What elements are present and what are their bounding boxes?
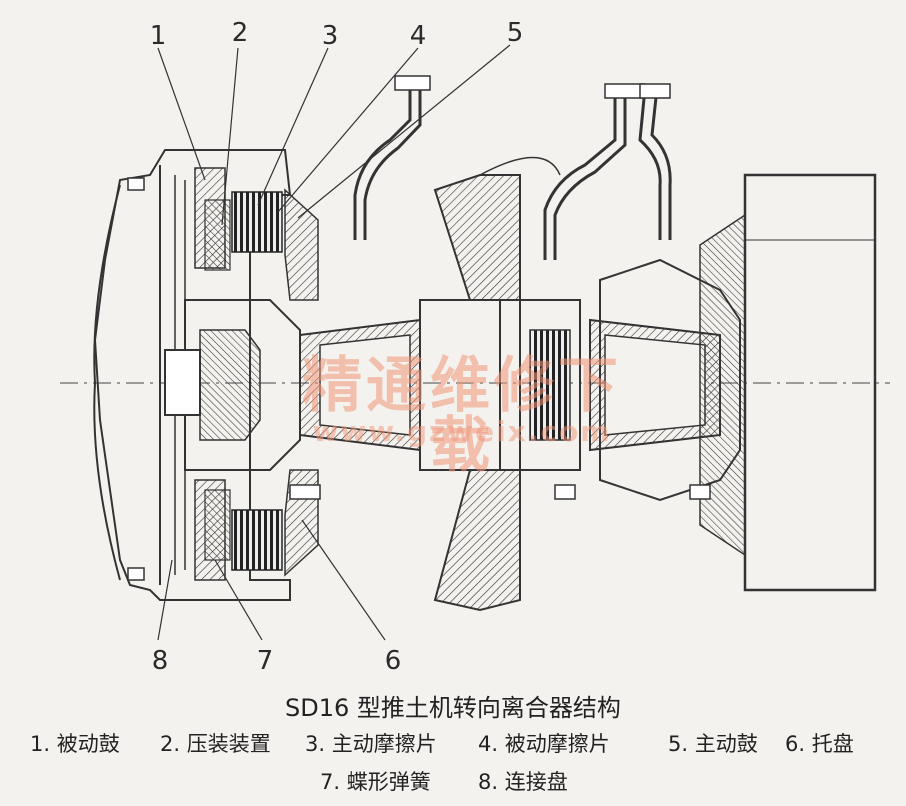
legend-item-7: 7. 蝶形弹簧 xyxy=(320,770,431,794)
leader-line-7 xyxy=(214,559,263,641)
legend-item-3: 3. 主动摩擦片 xyxy=(305,732,437,756)
leader-line-6 xyxy=(301,519,386,641)
callout-3: 3 xyxy=(321,21,339,51)
legend-item-2: 2. 压装装置 xyxy=(160,732,271,756)
oil-pipe-right-1 xyxy=(543,88,617,260)
leader-line-2 xyxy=(221,47,239,226)
left-housing xyxy=(93,149,292,601)
figure-caption-title: SD16 型推土机转向离合器结构 xyxy=(285,694,621,722)
callout-5: 5 xyxy=(506,18,524,48)
right-coupling xyxy=(519,299,581,471)
driving-drum-upper xyxy=(284,188,319,301)
legend-item-1: 1. 被动鼓 xyxy=(30,732,120,756)
left-outer-curve xyxy=(93,184,121,581)
callout-4: 4 xyxy=(409,21,427,51)
leader-line-1 xyxy=(157,47,206,181)
callout-1: 1 xyxy=(149,21,167,51)
legend-item-8: 8. 连接盘 xyxy=(478,770,568,794)
legend-item-4: 4. 被动摩擦片 xyxy=(478,732,610,756)
callout-8: 8 xyxy=(151,646,169,676)
clutter-cross-section-drawing xyxy=(60,44,890,641)
leader-line-5 xyxy=(297,44,511,219)
friction-discs-lower xyxy=(231,509,283,571)
bevel-gear xyxy=(433,174,521,301)
watermark-title: 精通维修下载 xyxy=(302,351,622,481)
callout-2: 2 xyxy=(231,18,249,48)
legend-item-6: 6. 托盘 xyxy=(785,732,854,756)
callout-7: 7 xyxy=(256,646,274,676)
oil-pipe-left xyxy=(353,78,412,240)
watermark-url: www.gzweix.com xyxy=(312,415,612,448)
final-drive-drum xyxy=(743,173,877,592)
pressing-device-upper xyxy=(204,199,231,271)
disc-spring-lower xyxy=(204,489,231,561)
legend-item-5: 5. 主动鼓 xyxy=(668,732,758,756)
leader-line-4 xyxy=(277,47,419,213)
friction-discs-upper xyxy=(231,191,283,253)
central-hub xyxy=(184,299,301,471)
leader-line-8 xyxy=(157,559,173,641)
leader-line-3 xyxy=(257,47,329,206)
oil-pipe-right-2 xyxy=(638,87,662,240)
callout-6: 6 xyxy=(384,646,402,676)
